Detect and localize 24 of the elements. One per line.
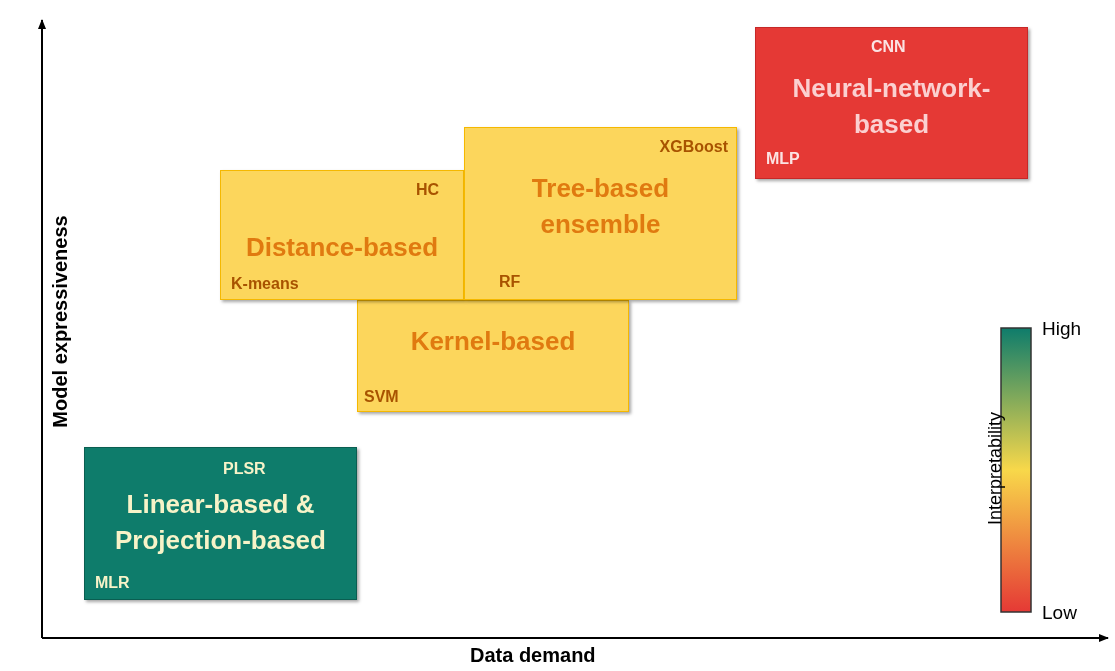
category-title: Kernel-based: [409, 325, 577, 358]
category-title: Linear-based & Projection-based: [114, 488, 327, 557]
category-box: [755, 27, 1028, 179]
axis-title: Data demand: [470, 644, 596, 667]
axis-title: Model expressiveness: [48, 214, 72, 430]
colorbar-label: High: [1042, 318, 1082, 340]
method-label: MLP: [766, 150, 800, 168]
method-label: K-means: [231, 275, 299, 293]
method-label: MLR: [95, 574, 130, 592]
colorbar-label: Low: [1042, 602, 1077, 624]
method-label: SVM: [364, 388, 399, 406]
category-box: [357, 300, 629, 412]
category-title: Neural-network-based: [791, 72, 992, 141]
category-box: [220, 170, 464, 300]
colorbar-title: Interpretability: [984, 410, 1006, 528]
category-box: [84, 447, 357, 600]
category-box: [464, 127, 737, 300]
category-title: Tree-based ensemble: [530, 172, 671, 241]
category-title: Distance-based: [244, 231, 440, 264]
method-label: RF: [499, 273, 521, 291]
method-label: CNN: [871, 38, 906, 56]
method-label: PLSR: [223, 460, 266, 478]
method-label: XGBoost: [659, 138, 728, 156]
method-label: HC: [416, 181, 440, 199]
